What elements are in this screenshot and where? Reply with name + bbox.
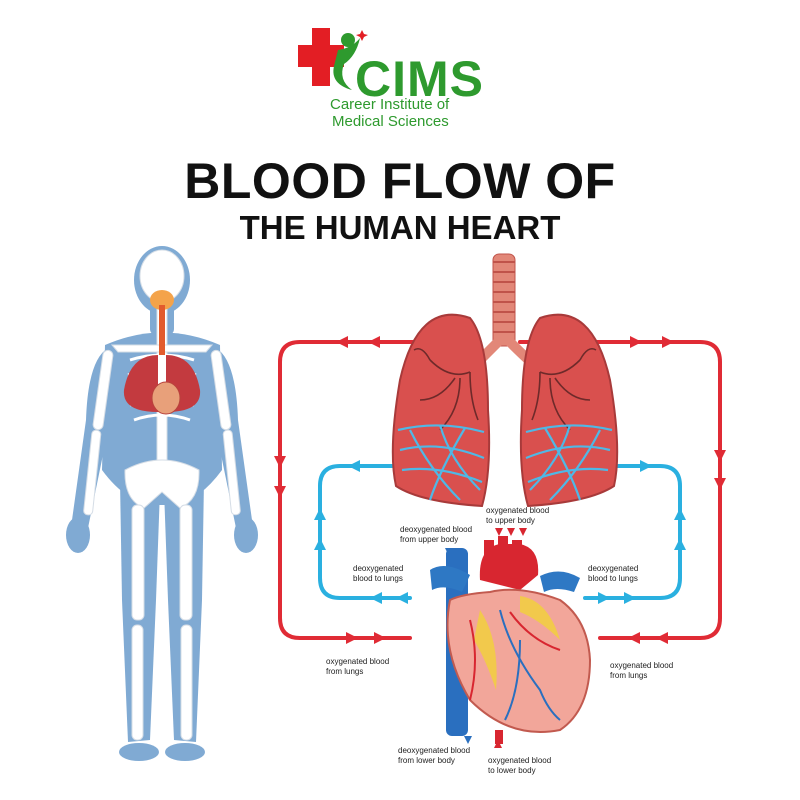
page-title: BLOOD FLOW OF	[184, 153, 616, 209]
human-body-icon	[66, 246, 258, 761]
heart-icon	[430, 536, 592, 744]
logo-subtitle-line2: Medical Sciences	[332, 113, 449, 130]
running-person-icon	[333, 30, 368, 90]
page-subtitle: THE HUMAN HEART	[239, 209, 561, 246]
medical-cross-icon	[298, 28, 344, 86]
lungs-icon	[391, 253, 619, 508]
logo-subtitle-line1: Career Institute of	[330, 96, 450, 113]
logo-wordmark: CIMS	[355, 51, 484, 107]
